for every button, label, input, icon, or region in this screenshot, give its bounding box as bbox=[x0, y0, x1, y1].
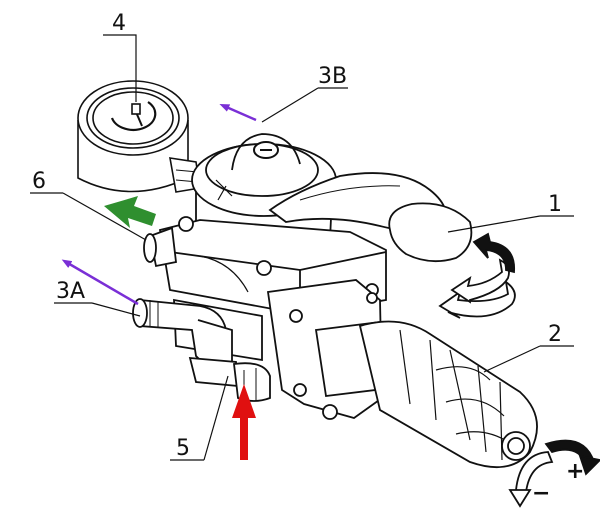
outlet-3a-flow-arrow bbox=[61, 259, 139, 306]
minus-sign: − bbox=[532, 481, 550, 506]
callout-3a: 3A bbox=[56, 279, 85, 304]
outlet-pipe-3a bbox=[132, 298, 233, 368]
inlet-fitting bbox=[188, 356, 271, 402]
pressure-adjust-arrow bbox=[508, 439, 600, 508]
plus-sign: + bbox=[566, 459, 584, 484]
return-flow-arrow bbox=[104, 196, 156, 228]
inlet-flow-arrow bbox=[232, 384, 256, 460]
callout-2: 2 bbox=[548, 322, 562, 347]
callout-3b: 3B bbox=[318, 64, 347, 89]
outlet-3b-flow-arrow bbox=[219, 103, 257, 122]
callout-4: 4 bbox=[112, 11, 126, 36]
leader-lines bbox=[30, 34, 574, 461]
return-fitting bbox=[143, 226, 177, 268]
pressure-knob bbox=[314, 320, 538, 469]
pressure-gauge bbox=[77, 80, 201, 193]
control-lever bbox=[191, 133, 473, 263]
lever-rotation-arrows bbox=[438, 232, 516, 319]
callout-5: 5 bbox=[176, 436, 190, 461]
callout-1: 1 bbox=[548, 192, 562, 217]
callout-6: 6 bbox=[32, 169, 46, 194]
